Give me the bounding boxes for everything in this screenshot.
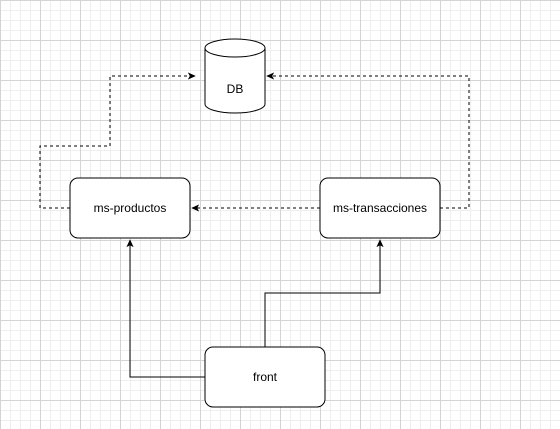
edge-front-to-transacciones[interactable] (264, 239, 384, 348)
db-cylinder-body (204, 48, 266, 114)
front-label: front (253, 370, 278, 384)
productos-label: ms-productos (94, 201, 167, 215)
edges (39, 72, 470, 378)
db-label: DB (227, 82, 244, 96)
node-db[interactable]: DB (204, 38, 266, 114)
transacciones-box (319, 177, 441, 239)
db-cylinder-top (204, 38, 266, 58)
front-box (204, 346, 326, 408)
node-transacciones[interactable]: ms-transacciones (319, 177, 441, 239)
productos-box (69, 177, 191, 239)
transacciones-label: ms-transacciones (333, 201, 427, 215)
edge-transacciones-to-db[interactable] (266, 72, 470, 209)
edge-front-to-productos[interactable] (126, 239, 206, 378)
node-productos[interactable]: ms-productos (69, 177, 191, 239)
edge-productos-to-db[interactable] (39, 72, 196, 209)
node-front[interactable]: front (204, 346, 326, 408)
